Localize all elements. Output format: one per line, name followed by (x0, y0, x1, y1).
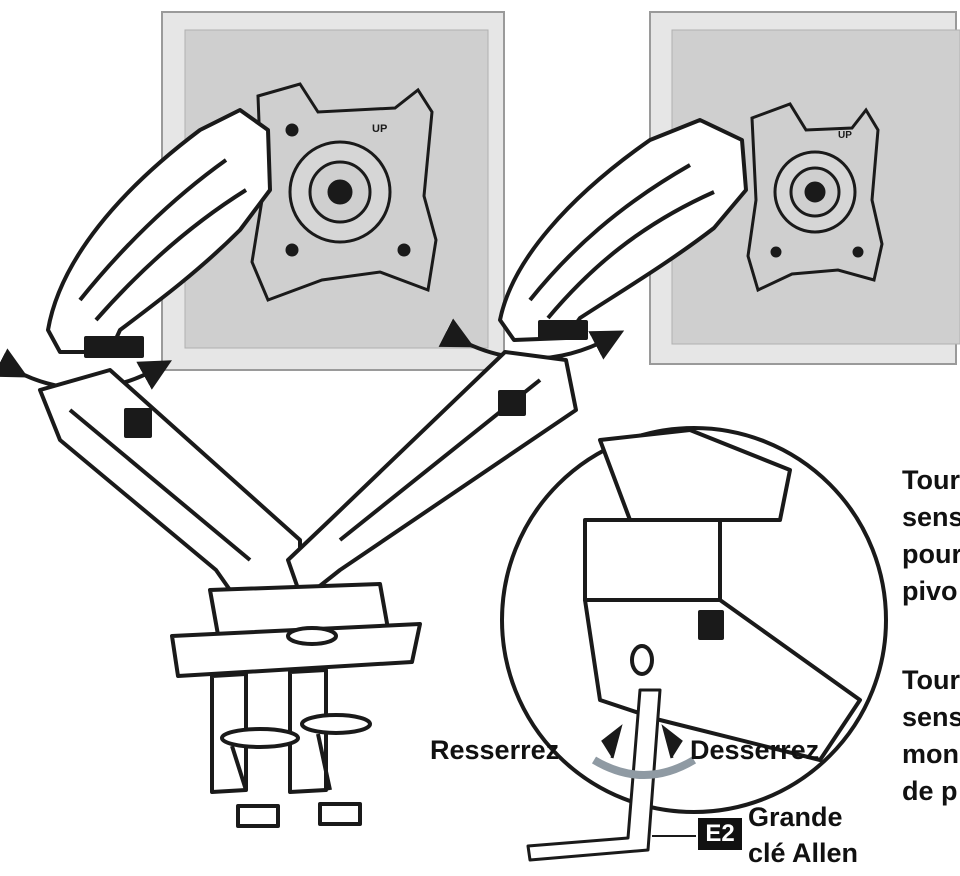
loosen-arrow-icon (661, 724, 683, 759)
right-vesa-plate (746, 102, 884, 293)
left-vesa-plate (250, 82, 438, 302)
side-instruction-1: Tour sens pour pivo (902, 465, 960, 606)
side-instruction-2: Tour sens mon de p (902, 665, 960, 806)
detail-callout (500, 426, 888, 814)
left-monitor (161, 11, 505, 371)
rotate-ring (591, 756, 697, 779)
left-upper-arm (46, 108, 272, 358)
tool-code-badge: E2 (698, 818, 742, 850)
loosen-label: Desserrez (690, 735, 820, 765)
tool-name-line2: clé Allen (748, 838, 859, 868)
tighten-arrow-icon (601, 724, 623, 759)
desk-base (170, 582, 422, 828)
tool-name-line1: Grande (748, 802, 843, 832)
tighten-label: Resserrez (430, 735, 560, 765)
left-lower-arm (38, 368, 302, 612)
left-up-mark: UP (372, 123, 387, 135)
right-up-mark: UP (838, 130, 852, 141)
